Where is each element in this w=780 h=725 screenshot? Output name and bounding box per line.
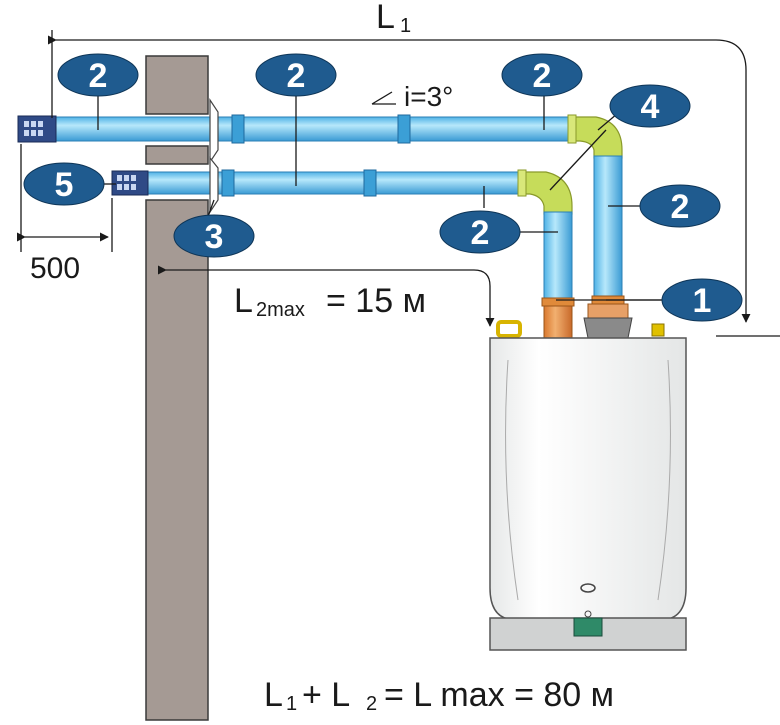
svg-text:2: 2 xyxy=(471,214,490,252)
l2max-label: L 2max = 15 м xyxy=(234,282,426,321)
svg-text:2: 2 xyxy=(89,57,108,95)
svg-text:2max: 2max xyxy=(256,299,305,321)
svg-text:1: 1 xyxy=(693,282,712,320)
part-badges: 2 2 2 4 5 2 3 2 xyxy=(23,53,743,322)
svg-text:2: 2 xyxy=(287,57,306,95)
badge-2-upper-middle: 2 xyxy=(255,53,337,97)
elbow-lower xyxy=(517,169,573,215)
badge-2-vertical-right: 2 xyxy=(639,184,721,228)
svg-text:2: 2 xyxy=(671,188,690,226)
dimension-lines xyxy=(16,30,780,337)
lower-pipe xyxy=(145,169,527,197)
upper-pipe xyxy=(54,114,596,144)
boiler xyxy=(489,320,687,651)
formula-label: L 1 + L 2 = L max = 80 м xyxy=(264,676,614,715)
terminal-upper xyxy=(17,115,57,143)
svg-text:L: L xyxy=(264,676,283,714)
svg-text:2: 2 xyxy=(533,57,552,95)
l1-label: L 1 xyxy=(376,0,411,37)
svg-text:4: 4 xyxy=(641,88,660,126)
svg-text:L: L xyxy=(234,282,253,320)
badge-2-upper-right: 2 xyxy=(501,53,583,97)
slope-label: i=3° xyxy=(404,81,453,112)
dimension-500-label: 500 xyxy=(30,252,80,285)
svg-text:5: 5 xyxy=(55,166,74,204)
svg-text:+ L: + L xyxy=(302,676,350,714)
svg-text:3: 3 xyxy=(205,218,224,256)
wall-rosettes xyxy=(209,98,219,214)
boiler-adapters xyxy=(541,295,633,341)
svg-text:1: 1 xyxy=(400,15,411,37)
elbow-upper xyxy=(567,114,623,159)
badge-5-terminal: 5 xyxy=(23,162,105,206)
svg-text:1: 1 xyxy=(286,693,297,715)
badge-2-lower-elbow: 2 xyxy=(439,210,521,254)
svg-text:2: 2 xyxy=(366,693,377,715)
badge-3-wall-plate: 3 xyxy=(173,214,255,258)
svg-text:= L max = 80 м: = L max = 80 м xyxy=(384,676,614,714)
terminal-lower xyxy=(111,170,149,196)
svg-text:L: L xyxy=(376,0,395,36)
badge-1-adapter: 1 xyxy=(661,278,743,322)
badge-4-elbow: 4 xyxy=(609,84,691,128)
badge-2-upper-left: 2 xyxy=(57,53,139,97)
svg-text:= 15 м: = 15 м xyxy=(326,282,426,320)
wall xyxy=(145,55,209,721)
